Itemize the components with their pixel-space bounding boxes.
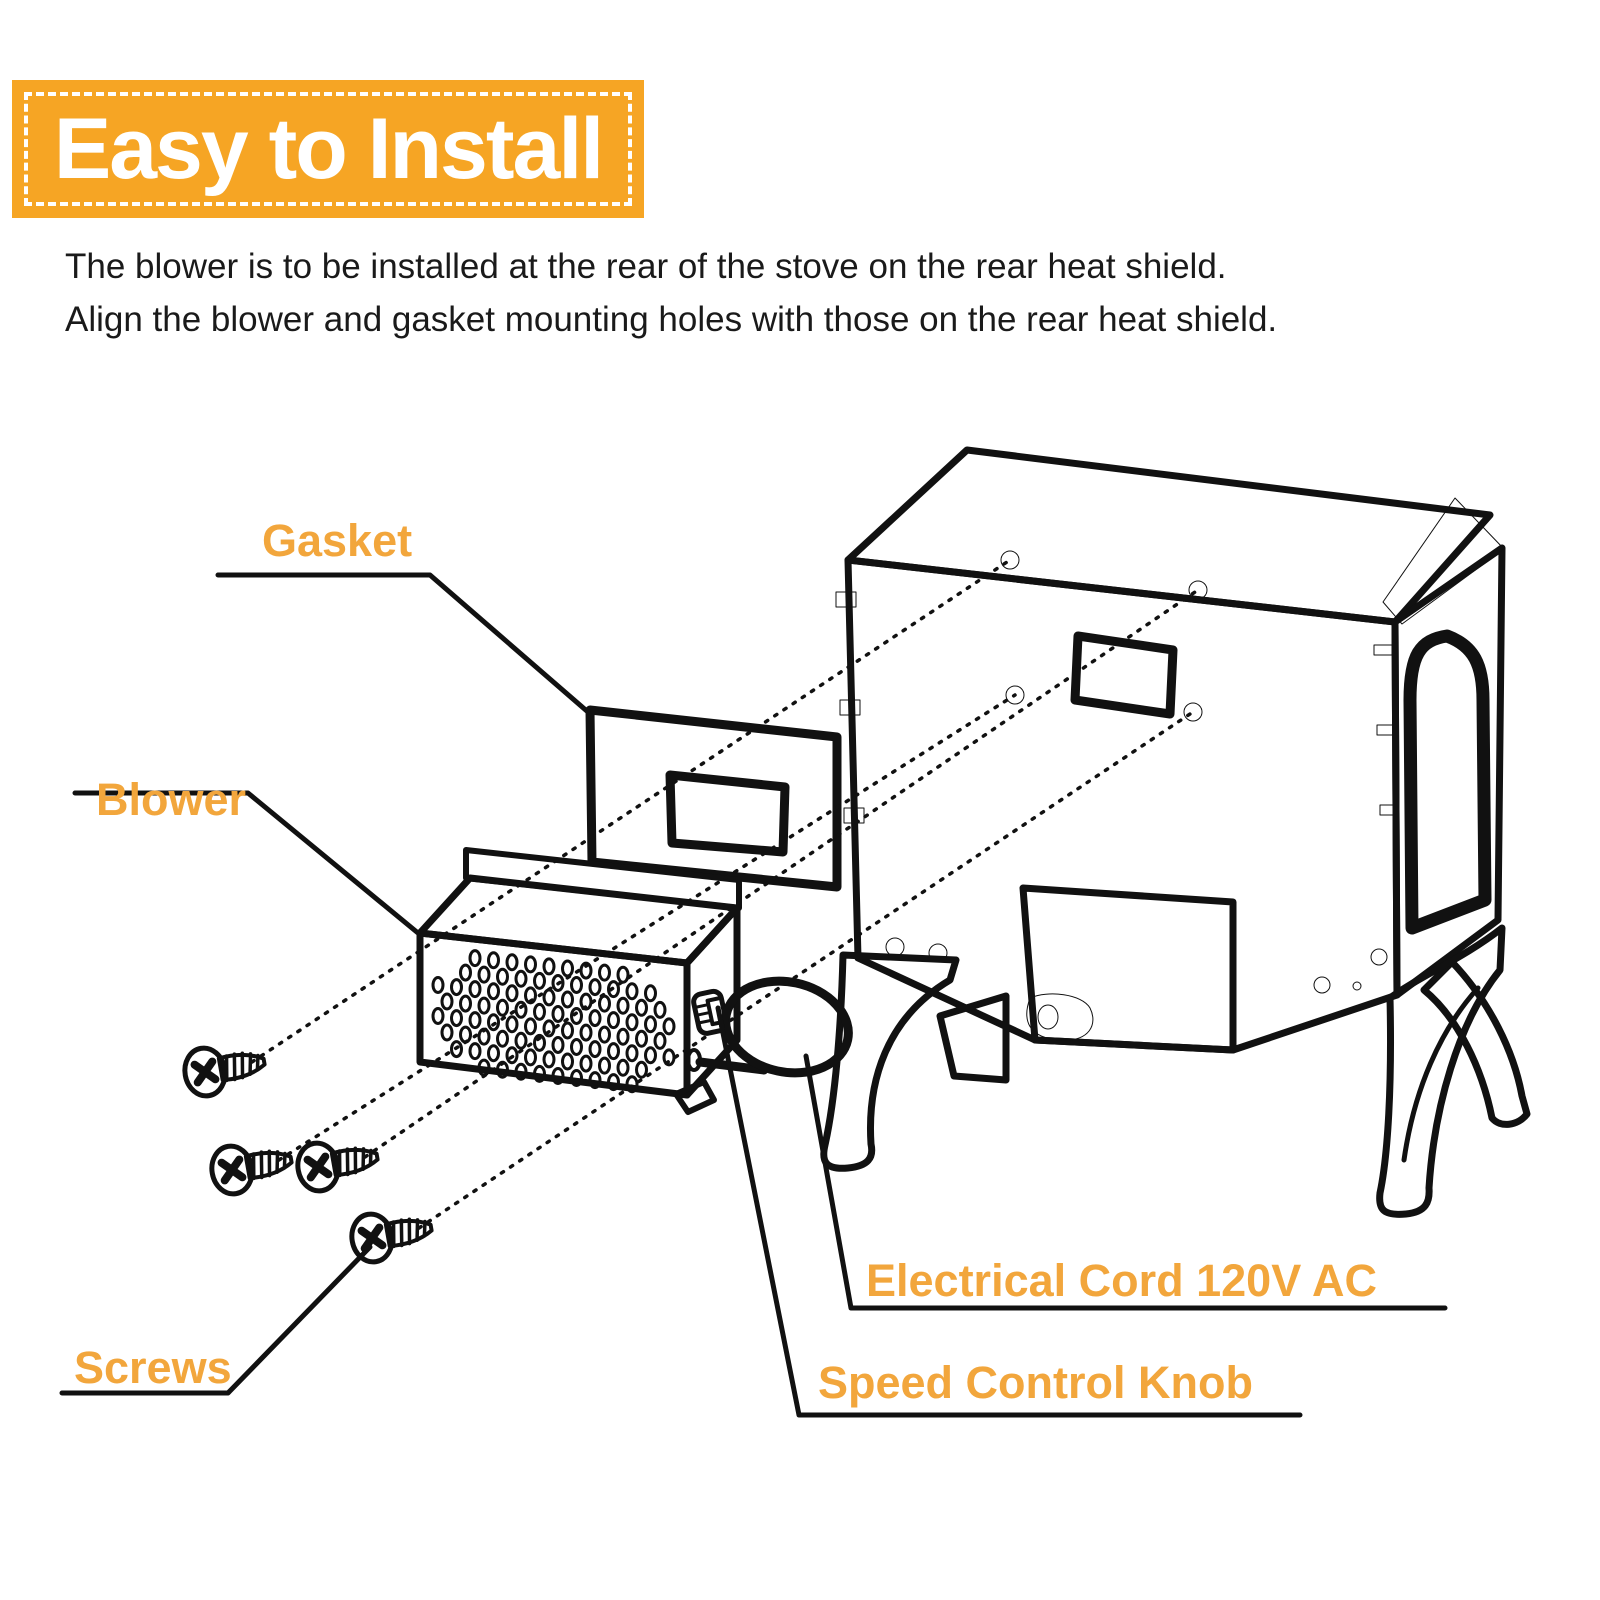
- blower-label: Blower: [96, 774, 246, 825]
- alignment-dotted-line: [277, 693, 1017, 1162]
- mounting-hole-dot: [1188, 580, 1208, 600]
- banner-dashed-border: [24, 92, 632, 206]
- alignment-dotted-line: [363, 588, 1200, 1159]
- description: The blower is to be installed at the rea…: [65, 240, 1535, 346]
- power-cord-drawing: [686, 976, 853, 1078]
- side-window-arch: [1403, 629, 1492, 935]
- alignment-guides: [250, 558, 1200, 1230]
- door-handle: [1026, 993, 1094, 1041]
- screw: [208, 1136, 295, 1197]
- gasket-label: Gasket: [262, 515, 412, 566]
- mounting-hole-dot: [1000, 550, 1020, 570]
- mounting-tab: [839, 699, 861, 716]
- mounting-tab: [835, 591, 857, 608]
- stove-rear-panel: [844, 556, 1401, 1054]
- blower-front-face: [416, 929, 691, 1099]
- rivet-dot: [1352, 981, 1362, 991]
- gasket-leader-line: [215, 572, 591, 715]
- page-title: Easy to Install: [53, 101, 604, 197]
- electrical-cord-leader-line: [803, 1053, 1448, 1311]
- description-line-1: The blower is to be installed at the rea…: [65, 247, 1227, 286]
- mounting-tab: [1376, 724, 1396, 736]
- mounting-hole-dot: [1005, 685, 1025, 705]
- rivet-dot: [1370, 948, 1388, 966]
- speed-control-knob-label: Speed Control Knob: [818, 1357, 1253, 1408]
- stove-top-corner-wedge: [1382, 497, 1505, 625]
- speed-control-knob-leader-line: [715, 1005, 1303, 1418]
- blower-leader-line: [72, 790, 421, 936]
- title-banner: Easy to Install: [12, 80, 644, 218]
- stove-leg-front-left: [820, 951, 960, 1172]
- electrical-cord-label: Electrical Cord 120V AC: [866, 1255, 1377, 1306]
- rivet-dot: [885, 937, 905, 957]
- description-line-2: Align the blower and gasket mounting hol…: [65, 300, 1278, 339]
- alignment-dotted-line: [417, 710, 1195, 1230]
- bottom-hatch-opening: [1019, 884, 1237, 1054]
- mounting-hole-dot: [1183, 702, 1203, 722]
- blower-bottom-tab: [673, 1079, 717, 1115]
- screws-label: Screws: [74, 1342, 232, 1393]
- stove-side-panel: [1391, 544, 1506, 999]
- gasket-opening: [665, 770, 790, 857]
- stove-leg-rear-front: [1376, 924, 1506, 1218]
- screws-leader-line: [59, 1244, 373, 1396]
- screw: [181, 1038, 268, 1099]
- screws-drawing: [181, 1038, 435, 1265]
- door-handle-hole: [1037, 1004, 1059, 1030]
- stove-leg-bracket: [936, 992, 1010, 1084]
- stove-leg-rear-back: [1420, 958, 1531, 1128]
- stove-leg-detail-curve: [1401, 985, 1481, 1163]
- mounting-tab: [1373, 644, 1393, 656]
- alignment-dotted-line: [250, 558, 1012, 1064]
- mounting-tab: [1379, 804, 1399, 816]
- stove-drawing: [820, 446, 1531, 1218]
- rivet-dot: [1313, 976, 1331, 994]
- blower-drawing: [416, 847, 853, 1115]
- rear-vent-opening: [1070, 631, 1178, 719]
